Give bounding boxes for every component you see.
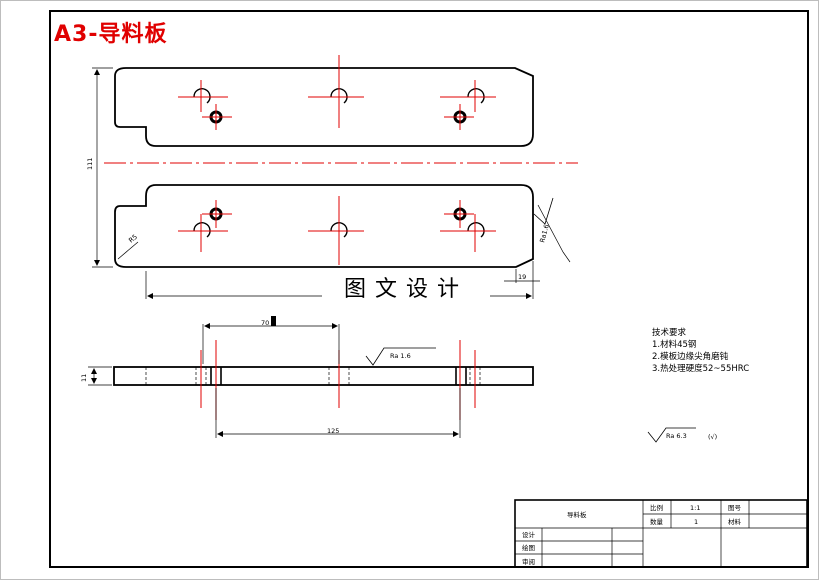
slot-hole-5 [330,222,348,238]
side-view-outline [113,366,534,386]
slot-hole-2 [330,88,348,104]
dim-side-height-text: 11 [80,374,88,382]
title-block-review-label: 审阅 [522,557,535,566]
title-block-scale-value: 1:1 [690,504,700,512]
upper-arm-outline [114,67,534,147]
title-block [514,499,808,568]
side-view-dimensions [88,323,461,438]
surface-finish-top-text: Ra1.6 [538,223,551,243]
title-block-design-label: 设计 [522,530,536,539]
dim-70-text: 70 [261,319,269,327]
title-block-qty-label: 数量 [650,517,664,526]
dim-chamfer-text: 19 [518,273,526,281]
surface-finish-side-text: Ra 1.6 [390,352,411,360]
technical-note-item: 2.模板边缘尖角磨钝 [652,352,729,362]
surface-finish-general-suffix: (√) [708,433,717,441]
title-block-drawing-no-label: 图号 [728,504,742,512]
dim-70-marker [271,316,276,326]
drawing-frame [49,10,809,568]
top-view-centerlines [104,55,578,265]
drawing-title: A3-导料板 [54,22,168,47]
slot-hole-6 [467,222,485,238]
surface-finish-mark-top [533,197,554,225]
title-block-part-name: 导料板 [567,510,587,519]
dim-radius-text: R5 [127,233,139,245]
slot-hole-3 [467,88,485,104]
technical-notes-heading: 技术要求 [652,328,687,338]
title-block-qty-value: 1 [694,518,698,526]
surface-finish-general [647,427,696,443]
pin-holes [209,110,467,221]
slot-hole-4 [193,222,211,238]
surface-finish-general-text: Ra 6.3 [666,432,687,440]
technical-notes: 技术要求 1.材料45钢 2.模板边缘尖角磨钝 3.热处理硬度52~55HRC [652,327,749,375]
surface-finish-mark-side [365,347,436,366]
title-block-draw-label: 绘图 [522,543,535,552]
top-view-holes [193,88,485,238]
watermark-text: 图文设计 [322,272,490,308]
technical-note-item: 3.热处理硬度52~55HRC [652,364,750,374]
dim-height-text: 111 [86,158,94,170]
title-block-material-label: 材料 [728,517,742,526]
top-view [114,67,534,268]
lower-arm-outline [114,184,534,268]
technical-note-item: 1.材料45钢 [652,340,697,350]
side-view-centerlines [200,340,476,420]
slot-hole-1 [193,88,211,104]
top-view-dimensions [92,67,571,299]
side-view [113,366,534,386]
dim-125-text: 125 [327,427,339,435]
title-block-scale-label: 比例 [650,503,663,512]
